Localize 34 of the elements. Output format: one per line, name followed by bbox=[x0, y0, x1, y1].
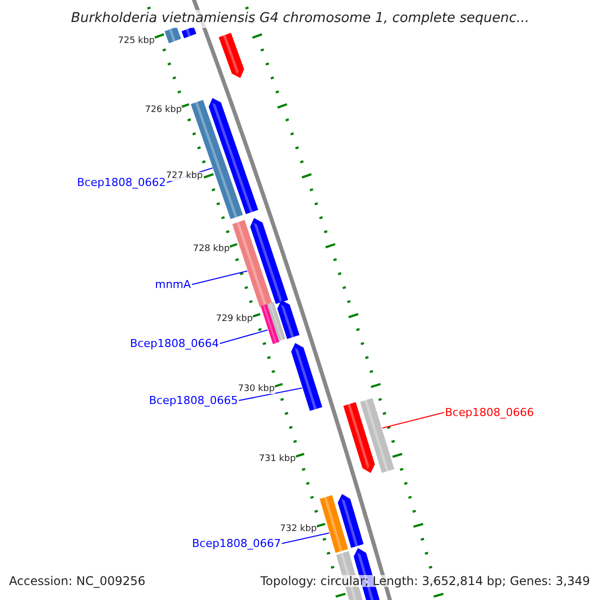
gene-feature bbox=[250, 218, 288, 304]
gene-feature bbox=[260, 304, 280, 344]
gene-feature bbox=[232, 220, 272, 308]
leader-line bbox=[191, 270, 248, 285]
gene-feature bbox=[277, 300, 300, 339]
gene-feature bbox=[266, 302, 286, 342]
gene-feature bbox=[182, 26, 196, 38]
leader-line bbox=[219, 330, 268, 344]
gene-label: Bcep1808_0664 bbox=[130, 338, 219, 349]
gene-feature bbox=[360, 398, 394, 473]
leader-line bbox=[281, 532, 330, 544]
scale-label: 726 kbp bbox=[145, 106, 182, 115]
gene-feature bbox=[164, 26, 182, 44]
gene-feature bbox=[208, 98, 258, 214]
scale-label: 727 kbp bbox=[166, 172, 203, 181]
gene-label: Bcep1808_0665 bbox=[149, 395, 238, 406]
accession-text: Accession: NC_009256 bbox=[9, 575, 146, 587]
gene-feature bbox=[338, 494, 364, 548]
gene-label: Bcep1808_0666 bbox=[445, 407, 534, 418]
scale-label: 729 kbp bbox=[216, 315, 253, 324]
gene-feature bbox=[343, 402, 375, 473]
scale-label: 732 kbp bbox=[280, 525, 317, 534]
gene-label: mnmA bbox=[155, 279, 191, 290]
gene-feature bbox=[291, 343, 322, 411]
gene-label: Bcep1808_0662 bbox=[77, 177, 166, 188]
leader-line bbox=[238, 388, 303, 401]
gene-feature bbox=[218, 32, 244, 78]
gene-label: Bcep1808_0667 bbox=[192, 538, 281, 549]
leader-line bbox=[382, 412, 444, 428]
scale-label: 728 kbp bbox=[193, 245, 230, 254]
gene-feature bbox=[320, 495, 348, 553]
scale-label: 731 kbp bbox=[259, 455, 296, 464]
scale-label: 725 kbp bbox=[118, 37, 155, 46]
scale-label: 730 kbp bbox=[238, 385, 275, 394]
